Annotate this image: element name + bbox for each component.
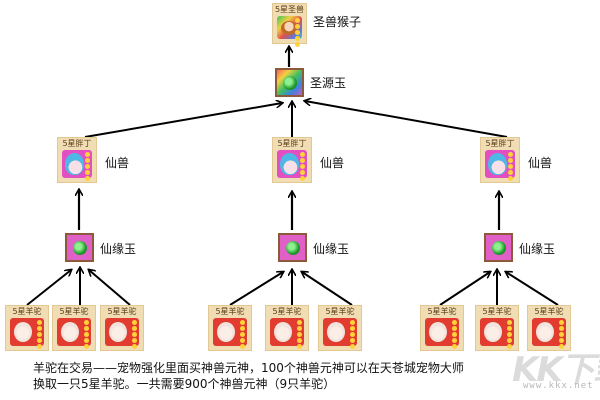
alpaca-card: 5星羊驼: [318, 305, 362, 351]
sacred-beast-card: 5星圣兽: [272, 3, 307, 47]
card-title: 5星羊驼: [107, 307, 137, 316]
face: [488, 153, 507, 175]
card-title: 5星羊驼: [482, 307, 512, 316]
alpaca-card: 5星羊驼: [420, 305, 464, 351]
card-title: 5星羊驼: [215, 307, 245, 316]
card-title: 5星胖丁: [277, 139, 307, 148]
fairy-jade-gem-icon: [65, 233, 94, 262]
face: [327, 322, 345, 342]
arrow-base-to-gem: [302, 272, 353, 306]
arrow-base-to-gem: [26, 270, 71, 306]
face: [109, 322, 127, 342]
arrow-base-to-gem: [506, 272, 559, 306]
alpaca-portrait-icon: [57, 318, 91, 349]
card-title: 5星圣兽: [274, 5, 305, 14]
alpaca-portrait-icon: [532, 318, 566, 349]
alpaca-portrait-icon: [10, 318, 44, 349]
arrow-right-to-source: [305, 101, 508, 138]
alpaca-card: 5星羊驼: [5, 305, 49, 351]
fairy-jade-gem-icon: [278, 233, 307, 262]
card-title: 5星羊驼: [59, 307, 89, 316]
watermark-url: www.kkx.net: [523, 381, 594, 391]
fairy-beast-label: 仙兽: [528, 156, 553, 170]
source-jade-gem-icon: [275, 68, 304, 97]
face: [14, 322, 32, 342]
arrow-base-to-gem: [229, 272, 283, 306]
alpaca-card: 5星羊驼: [265, 305, 309, 351]
fairy-jade-gem-icon: [484, 233, 513, 262]
alpaca-portrait-icon: [270, 318, 304, 349]
pudding-portrait-icon: [485, 150, 515, 181]
fairy-beast-label: 仙兽: [320, 156, 345, 170]
fairy-jade-label: 仙缘玉: [100, 242, 137, 256]
card-title: 5星羊驼: [534, 307, 564, 316]
face: [61, 322, 79, 342]
card-title: 5星羊驼: [12, 307, 42, 316]
face: [280, 153, 299, 175]
alpaca-card: 5星羊驼: [475, 305, 519, 351]
face: [484, 322, 502, 342]
card-title: 5星羊驼: [427, 307, 457, 316]
alpaca-card: 5星羊驼: [208, 305, 252, 351]
fairy-beast-card: 5星胖丁: [272, 137, 312, 183]
card-title: 5星羊驼: [272, 307, 302, 316]
face: [65, 153, 84, 175]
fairy-beast-card: 5星胖丁: [480, 137, 520, 183]
card-title: 5星羊驼: [325, 307, 355, 316]
arrow-base-to-gem: [89, 270, 131, 306]
note-line-1: 羊驼在交易——宠物强化里面买神兽元神，100个神兽元神可以在天苍城宠物大师: [33, 361, 464, 375]
face: [536, 322, 554, 342]
fairy-beast-card: 5星胖丁: [57, 137, 97, 183]
pudding-portrait-icon: [277, 150, 307, 181]
sacred-beast-label: 圣兽猴子: [313, 15, 362, 29]
orb: [72, 240, 87, 255]
note-line-2: 换取一只5星羊驼。一共需要900个神兽元神（9只羊驼）: [33, 377, 336, 391]
face: [429, 322, 447, 342]
alpaca-portrait-icon: [425, 318, 459, 349]
face: [274, 322, 292, 342]
source-jade-label: 圣源玉: [310, 76, 347, 90]
monkey-portrait-icon: [277, 16, 302, 47]
watermark-logo: KK下载: [512, 350, 600, 390]
alpaca-card: 5星羊驼: [527, 305, 571, 351]
alpaca-portrait-icon: [105, 318, 139, 349]
fairy-jade-label: 仙缘玉: [313, 242, 350, 256]
orb: [491, 240, 506, 255]
alpaca-portrait-icon: [213, 318, 247, 349]
alpaca-card: 5星羊驼: [100, 305, 144, 351]
orb: [285, 240, 300, 255]
arrow-base-to-gem: [439, 272, 490, 306]
fairy-jade-label: 仙缘玉: [519, 242, 556, 256]
alpaca-portrait-icon: [323, 318, 357, 349]
alpaca-card: 5星羊驼: [52, 305, 96, 351]
card-title: 5星胖丁: [485, 139, 515, 148]
pudding-portrait-icon: [62, 150, 92, 181]
face: [217, 322, 235, 342]
card-title: 5星胖丁: [62, 139, 92, 148]
arrow-left-to-source: [84, 103, 282, 138]
alpaca-portrait-icon: [480, 318, 514, 349]
fairy-beast-label: 仙兽: [105, 156, 130, 170]
